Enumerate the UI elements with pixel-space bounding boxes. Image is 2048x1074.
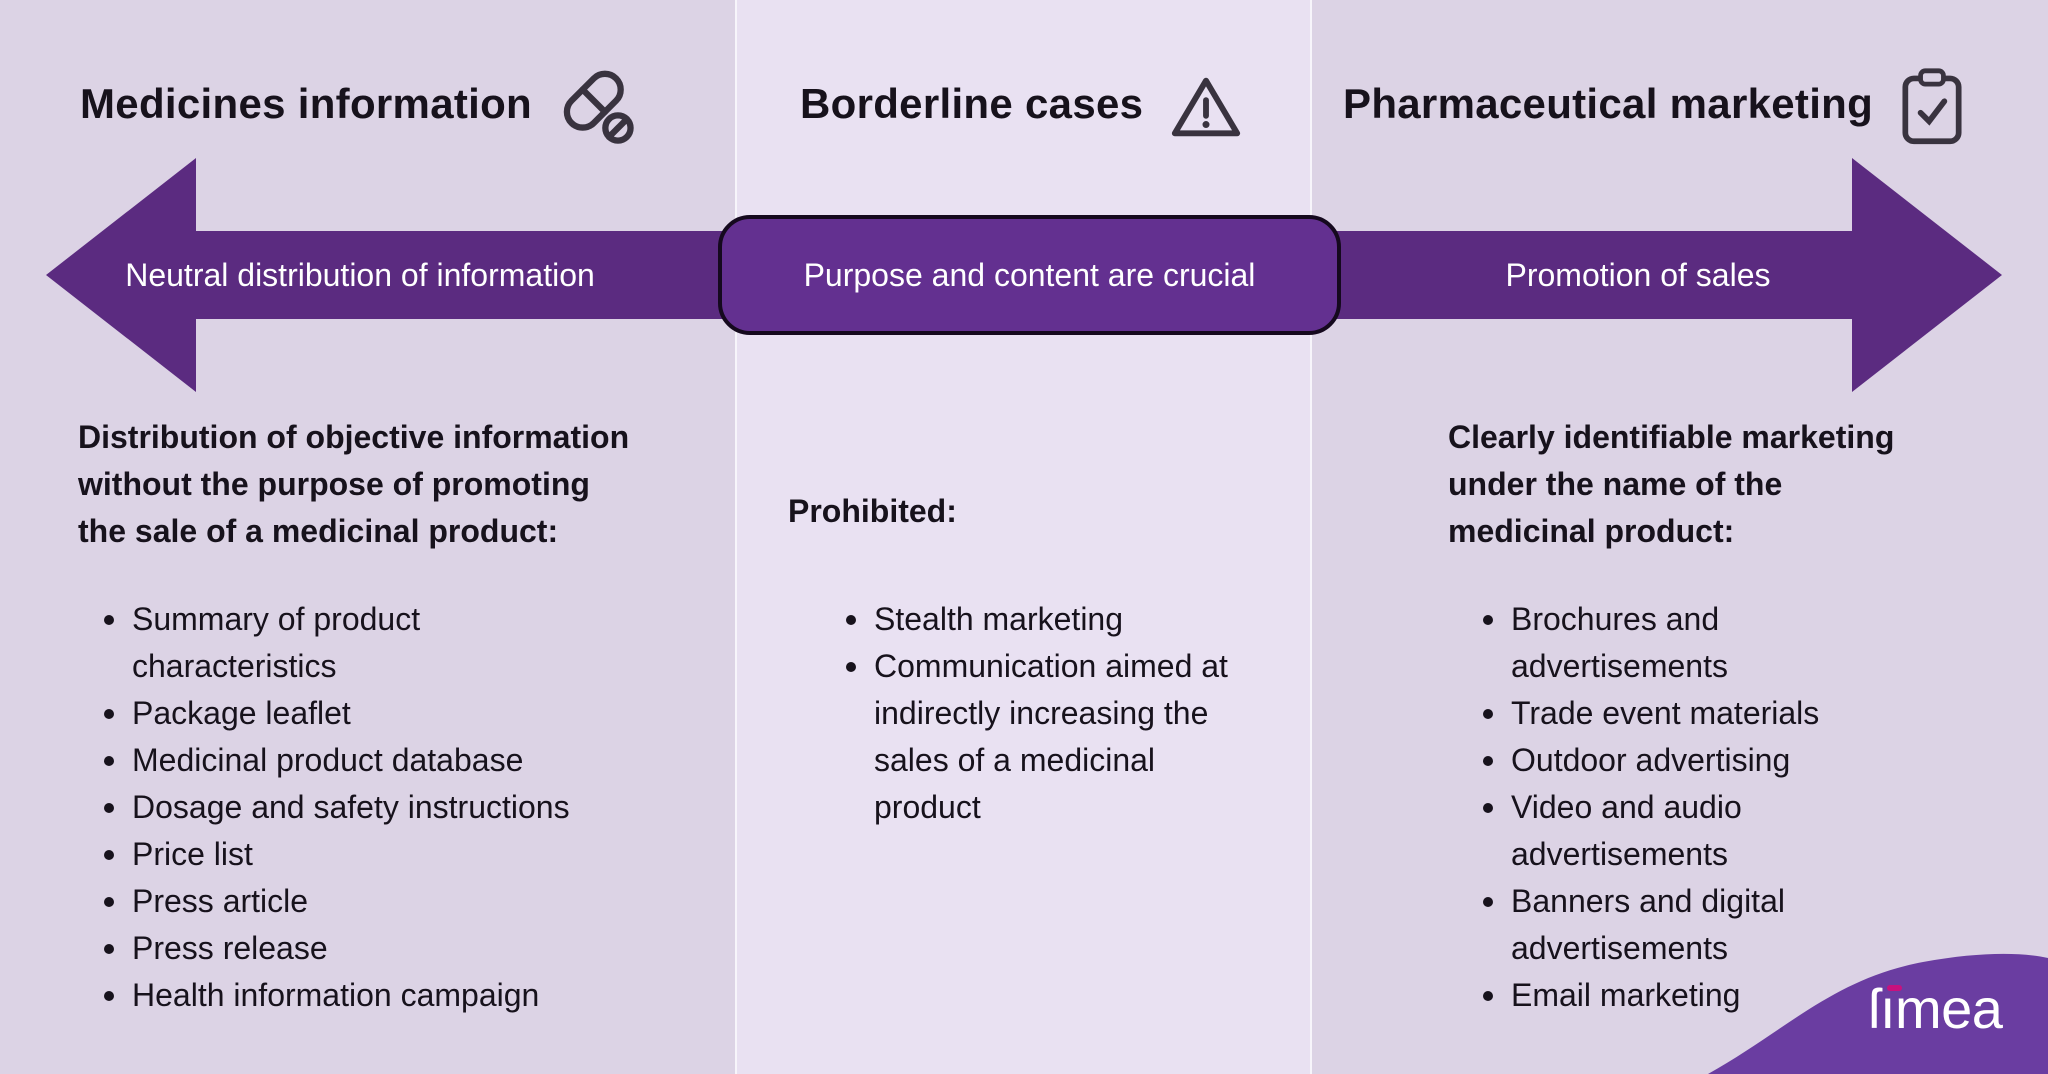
arrow-label-left: Neutral distribution of information: [125, 256, 595, 293]
list-item: Press article: [94, 878, 654, 925]
list-item: Stealth marketing: [836, 596, 1306, 643]
list-item: Communication aimed at indirectly increa…: [836, 643, 1306, 831]
list-item: Health information campaign: [94, 972, 654, 1019]
logo-i-dash: [1887, 985, 1902, 991]
borderline-cases-list: Stealth marketing Communication aimed at…: [836, 596, 1306, 831]
list-item: Brochures and advertisements: [1473, 596, 1903, 690]
title-row-borderline-cases: Borderline cases: [800, 64, 1245, 144]
list-item: Dosage and safety instructions: [94, 784, 654, 831]
medicines-information-title: Medicines information: [80, 80, 533, 127]
list-item: Trade event materials: [1473, 690, 1903, 737]
list-item: Outdoor advertising: [1473, 737, 1903, 784]
list-item: Press release: [94, 925, 654, 972]
medicines-information-heading: Distribution of objective information wi…: [78, 419, 630, 549]
list-item: Price list: [94, 831, 654, 878]
list-item: Medicinal product database: [94, 737, 654, 784]
title-row-pharmaceutical-marketing: Pharmaceutical marketing: [1343, 64, 1967, 145]
medicines-information-list: Summary of product characteristics Packa…: [94, 596, 654, 1019]
pharmaceutical-marketing-heading: Clearly identifiable marketing under the…: [1448, 419, 1895, 549]
clipboard-check-icon: [1902, 68, 1962, 145]
borderline-cases-title: Borderline cases: [800, 80, 1144, 127]
crucial-box: Purpose and content are crucial: [718, 215, 1341, 335]
list-item: Email marketing: [1473, 972, 1903, 1019]
pills-icon: [563, 70, 634, 144]
arrow-label-right: Promotion of sales: [1505, 256, 1771, 293]
list-item: Video and audio advertisements: [1473, 784, 1903, 878]
list-item: Banners and digital advertisements: [1473, 878, 1903, 972]
pharmaceutical-marketing-list: Brochures and advertisements Trade event…: [1473, 596, 1903, 1019]
pharmaceutical-marketing-title: Pharmaceutical marketing: [1343, 80, 1874, 127]
crucial-box-label: Purpose and content are crucial: [803, 256, 1256, 293]
list-item: Summary of product characteristics: [94, 596, 654, 690]
title-row-medicines-information: Medicines information: [80, 64, 640, 144]
prohibited-heading: Prohibited:: [788, 493, 957, 529]
warning-icon: [1172, 77, 1241, 137]
wave-shape: [1708, 953, 2048, 1074]
middle-column-background: [735, 0, 1312, 1074]
list-item: Package leaflet: [94, 690, 654, 737]
